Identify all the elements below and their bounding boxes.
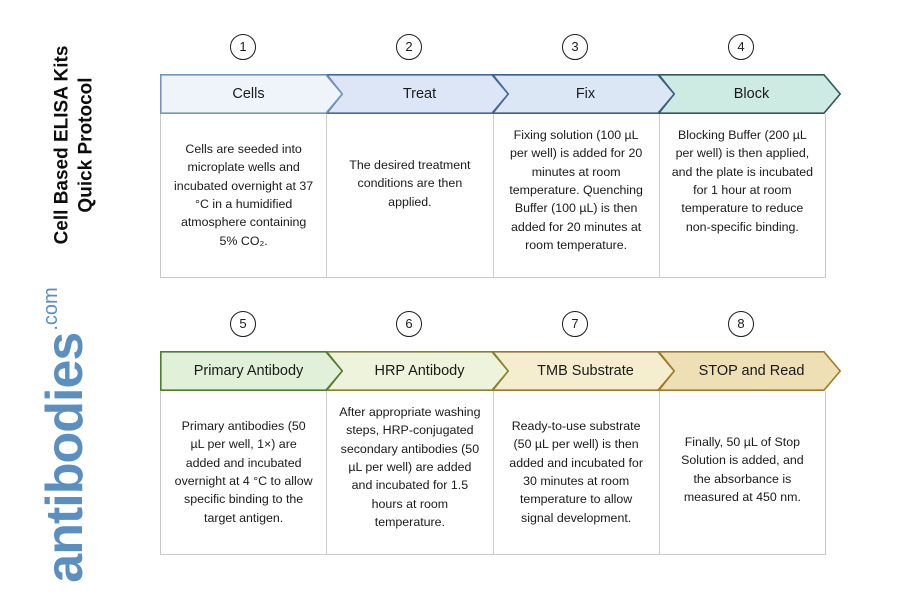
brand-logo-word: antibodies <box>36 332 94 583</box>
protocol-row-1: 1 2 3 4 Cells Treat Fix Block Cells are seeded… <box>160 34 860 278</box>
step-description: The desired treatment conditions are the… <box>327 114 494 277</box>
step-chevron-label: HRP Antibody <box>374 363 465 379</box>
page-title-line-1: Cell Based ELISA Kits <box>51 45 73 245</box>
step-chevron[interactable]: Treat <box>326 74 509 114</box>
step-number-badge: 7 <box>562 311 588 337</box>
step-description: Fixing solution (100 µL per well) is add… <box>494 114 660 277</box>
step-description: Primary antibodies (50 µL per well, 1×) … <box>161 391 328 554</box>
step-description: Cells are seeded into microplate wells a… <box>161 114 328 277</box>
step-chevron[interactable]: Fix <box>492 74 675 114</box>
step-chevron-label: STOP and Read <box>698 363 805 379</box>
step-chevron-label: Cells <box>232 86 265 102</box>
step-body-strip-1: Cells are seeded into microplate wells a… <box>160 114 826 278</box>
brand-logo-tld: .com <box>40 287 62 331</box>
step-chevron[interactable]: TMB Substrate <box>492 351 675 391</box>
step-chevron[interactable]: Block <box>658 74 841 114</box>
step-chevron-label: Fix <box>575 86 596 102</box>
step-number-badge: 8 <box>728 311 754 337</box>
brand-logo: antibodies .com <box>0 285 170 585</box>
step-chevron[interactable]: HRP Antibody <box>326 351 509 391</box>
page-title: Cell Based ELISA Kits Quick Protocol <box>0 0 150 290</box>
step-chevron[interactable]: Primary Antibody <box>160 351 343 391</box>
protocol-row-2: 5 6 7 8 Primary Antibody HRP Antibody TMB Sub… <box>160 311 860 555</box>
step-number-badge: 6 <box>396 311 422 337</box>
step-number-badge: 1 <box>230 34 256 60</box>
step-number-badge: 5 <box>230 311 256 337</box>
step-description: Ready-to-use substrate (50 µL per well) … <box>494 391 660 554</box>
step-badge-strip-1: 1 2 3 4 <box>160 34 840 74</box>
step-chevron-label: Block <box>733 86 770 102</box>
page-title-line-2: Quick Protocol <box>76 77 97 213</box>
step-badge-strip-2: 5 6 7 8 <box>160 311 840 351</box>
step-chevron[interactable]: Cells <box>160 74 343 114</box>
step-number-badge: 3 <box>562 34 588 60</box>
step-description: Blocking Buffer (200 µL per well) is the… <box>671 128 813 234</box>
step-chevron[interactable]: STOP and Read <box>658 351 841 391</box>
step-description: Finally, 50 µL of Stop Solution is added… <box>681 435 804 505</box>
chevron-shape <box>160 351 343 391</box>
step-description: After appropriate washing steps, HRP-con… <box>327 391 494 554</box>
step-chevron-label: Primary Antibody <box>193 363 304 379</box>
step-body-strip-2: Primary antibodies (50 µL per well, 1×) … <box>160 391 826 555</box>
step-chevron-label: TMB Substrate <box>537 363 634 379</box>
step-chevron-label: Treat <box>402 86 437 102</box>
step-number-badge: 2 <box>396 34 422 60</box>
chevron-shape <box>160 74 343 114</box>
step-number-badge: 4 <box>728 34 754 60</box>
chevron-strip-2: Primary Antibody HRP Antibody TMB Substrat… <box>160 351 860 391</box>
chevron-strip-1: Cells Treat Fix Block <box>160 74 860 114</box>
